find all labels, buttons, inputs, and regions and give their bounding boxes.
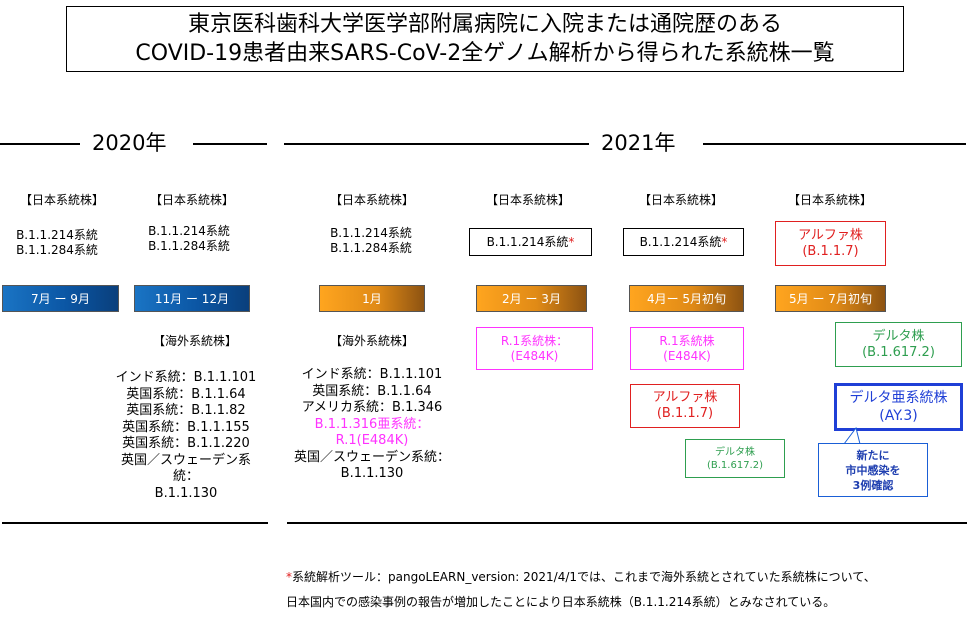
lineage-item: B.1.1.130 (340, 466, 404, 481)
delta-lineage: (B.1.617.2) (862, 344, 935, 360)
new-community-infection-callout: 新たに 市中感染を 3例確認 (818, 443, 928, 497)
footnote-line-2: 日本国内での感染事例の報告が増加したことにより日本系統株（B.1.1.214系統… (286, 595, 836, 609)
period-jan: 1月 (319, 285, 425, 312)
period-may-jul: 5月 ー 7月初旬 (775, 285, 886, 312)
lineage-item: 英国系統：B.1.1.220 (122, 436, 250, 451)
japan-lineages-col2: B.1.1.214系統 B.1.1.284系統 (134, 224, 244, 254)
alpha-lineage: (B.1.1.7) (656, 406, 714, 421)
year-2021: 2021年 (601, 131, 676, 155)
overseas-lineages-col2: インド系統：B.1.1.101 英国系統：B.1.1.64 英国系統：B.1.1… (100, 370, 272, 502)
lineage-item: インド系統：B.1.1.101 (115, 370, 257, 385)
alpha-label: アルファ株 (652, 390, 718, 405)
japan-lineages-col3: B.1.1.214系統 B.1.1.284系統 (316, 226, 426, 256)
japan-header-col6: 【日本系統株】 (787, 193, 872, 207)
lineage-item: 英国系統：B.1.1.155 (122, 419, 250, 435)
lineage-item: 英国系統：B.1.1.64 (126, 386, 246, 402)
period-nov-dec: 11月 ー 12月 (134, 285, 250, 312)
lineage-item: B.1.1.214系統 (148, 224, 230, 238)
title-line-2: COVID-19患者由来SARS-CoV-2全ゲノム解析から得られた系統株一覧 (135, 41, 835, 66)
callout-line: 3例確認 (852, 478, 894, 492)
lineage-item: インド系統：B.1.1.101 (301, 367, 443, 382)
r1-box-col5: R.1系統株 (E484K) (630, 327, 744, 370)
lineage-item: 英国／スウェーデン系 (120, 452, 251, 468)
period-jul-sep: 7月 ー 9月 (2, 285, 119, 312)
r1-label: R.1系統株： (500, 333, 569, 348)
delta-sublineage-id: (AY.3) (879, 408, 918, 424)
alpha-box-col5: アルファ株 (B.1.1.7) (630, 384, 740, 428)
delta-sublineage-label: デルタ亜系統株 (849, 390, 948, 406)
asterisk-mark: * (721, 234, 728, 249)
alpha-lineage: (B.1.1.7) (802, 243, 859, 259)
period-apr-may: 4月ー 5月初旬 (629, 285, 744, 312)
overseas-lineages-col3: インド系統：B.1.1.101 英国系統：B.1.1.64 アメリカ系統：B.1… (282, 367, 462, 483)
callout-line: 市中感染を (845, 463, 901, 477)
japan-header-col4: 【日本系統株】 (485, 193, 570, 207)
footnote-asterisk: * (286, 570, 292, 584)
lineage-item: 英国系統：B.1.1.82 (126, 403, 246, 418)
lineage-item-r1: R.1(E484K) (335, 433, 409, 448)
overseas-header-col3: 【海外系統株】 (329, 334, 414, 348)
bottom-line-2021 (287, 522, 967, 524)
lineage-item: B.1.1.214系統 (330, 226, 412, 240)
title-box: 東京医科歯科大学医学部附属病院に入院または通院歴のある COVID-19患者由来… (66, 6, 904, 72)
delta-box-col6: デルタ株 (B.1.617.2) (835, 322, 962, 367)
alpha-box-col6: アルファ株 (B.1.1.7) (775, 221, 886, 266)
lineage-b11214: B.1.1.214系統 (486, 234, 569, 249)
timeline-2020-left (0, 143, 80, 145)
lineage-item: アメリカ系統：B.1.346 (301, 400, 443, 415)
r1-mutation: (E484K) (510, 348, 559, 363)
japan-box-col4: B.1.1.214系統* (469, 228, 592, 256)
timeline-2021-right (703, 143, 966, 145)
delta-sublineage-box: デルタ亜系統株 (AY.3) (834, 383, 963, 431)
timeline-2021-left (284, 143, 589, 145)
lineage-b11214: B.1.1.214系統 (639, 234, 722, 249)
callout-line: 新たに (856, 448, 890, 462)
delta-label: デルタ株 (872, 328, 925, 344)
lineage-item: 統： (172, 469, 199, 484)
japan-header-col5: 【日本系統株】 (638, 193, 723, 207)
footnote-line-1: *系統解析ツール：pangoLEARN_version: 2021/4/1では、… (286, 569, 876, 585)
r1-label: R.1系統株 (659, 333, 715, 348)
japan-lineages-col1: B.1.1.214系統 B.1.1.284系統 (2, 228, 112, 258)
japan-header-col2: 【日本系統株】 (149, 193, 234, 207)
title-line-1: 東京医科歯科大学医学部附属病院に入院または通院歴のある (187, 12, 782, 37)
lineage-item: B.1.1.214系統 (16, 228, 98, 242)
bottom-line-2020 (2, 522, 268, 524)
japan-box-col5: B.1.1.214系統* (623, 228, 744, 256)
delta-lineage: (B.1.617.2) (706, 459, 763, 471)
year-2020: 2020年 (92, 131, 167, 155)
lineage-item: B.1.1.284系統 (330, 241, 412, 255)
lineage-item: B.1.1.284系統 (148, 239, 230, 253)
delta-small-box: デルタ株 (B.1.617.2) (685, 439, 785, 478)
lineage-item: 英国／スウェーデン系統： (293, 449, 450, 465)
asterisk-mark: * (568, 234, 575, 249)
lineage-item: 英国系統：B.1.1.64 (312, 383, 432, 399)
overseas-header-col2: 【海外系統株】 (152, 334, 237, 348)
alpha-label: アルファ株 (798, 227, 863, 243)
delta-label: デルタ株 (715, 446, 755, 458)
footnote-text-1: 系統解析ツール：pangoLEARN_version: 2021/4/1では、こ… (292, 570, 876, 584)
japan-header-col1: 【日本系統株】 (19, 193, 104, 207)
lineage-item: B.1.1.130 (154, 485, 218, 501)
japan-header-col3: 【日本系統株】 (329, 193, 414, 207)
timeline-2020-right (193, 143, 267, 145)
lineage-item-r1: B.1.1.316亜系統： (314, 416, 430, 432)
lineage-item: B.1.1.284系統 (16, 243, 98, 257)
r1-mutation: (E484K) (663, 348, 711, 363)
period-feb-mar: 2月 ー 3月 (476, 285, 587, 312)
r1-box-col4: R.1系統株： (E484K) (476, 327, 593, 370)
